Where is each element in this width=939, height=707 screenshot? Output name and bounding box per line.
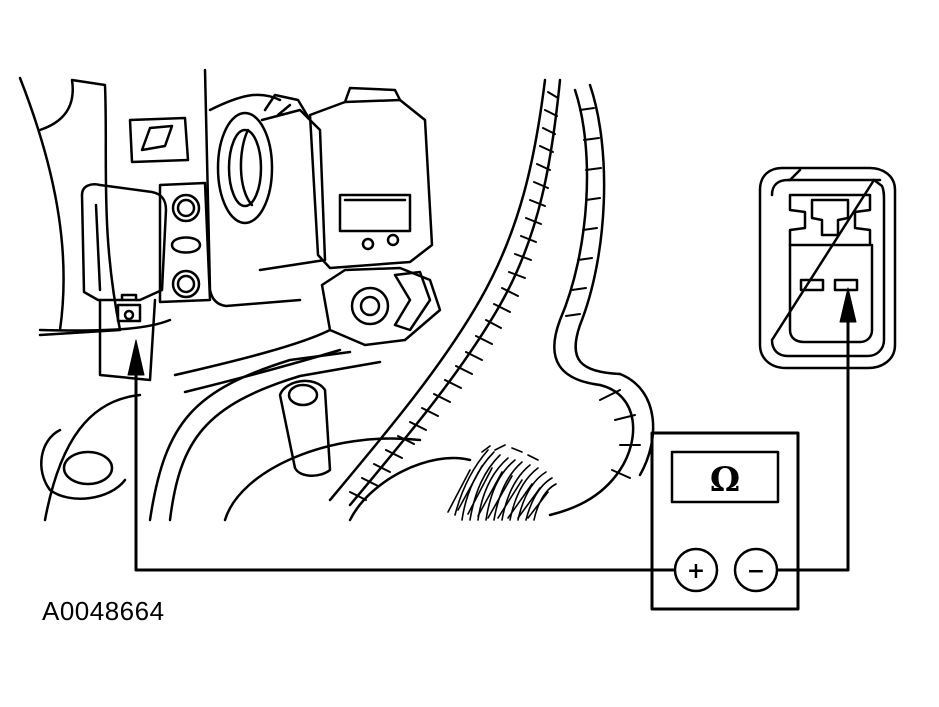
positive-terminal-label: +	[687, 558, 705, 584]
control-module	[308, 86, 434, 270]
sensor-icon	[80, 183, 168, 382]
connector-icon	[758, 166, 897, 370]
wire-bundle	[447, 444, 557, 521]
ohmmeter-display-symbol: Ω	[710, 460, 740, 500]
test-lead-positive	[127, 339, 676, 572]
figure-id-label: A0048664	[42, 596, 165, 626]
horn-unit	[216, 93, 327, 272]
bolt-bracket	[320, 266, 442, 347]
wiring-harness	[328, 78, 655, 517]
ohmmeter-icon	[650, 431, 800, 611]
test-lead-negative	[776, 287, 857, 572]
negative-terminal-label: −	[747, 558, 765, 584]
mounting-bracket	[158, 181, 212, 304]
lower-panel	[148, 328, 472, 522]
